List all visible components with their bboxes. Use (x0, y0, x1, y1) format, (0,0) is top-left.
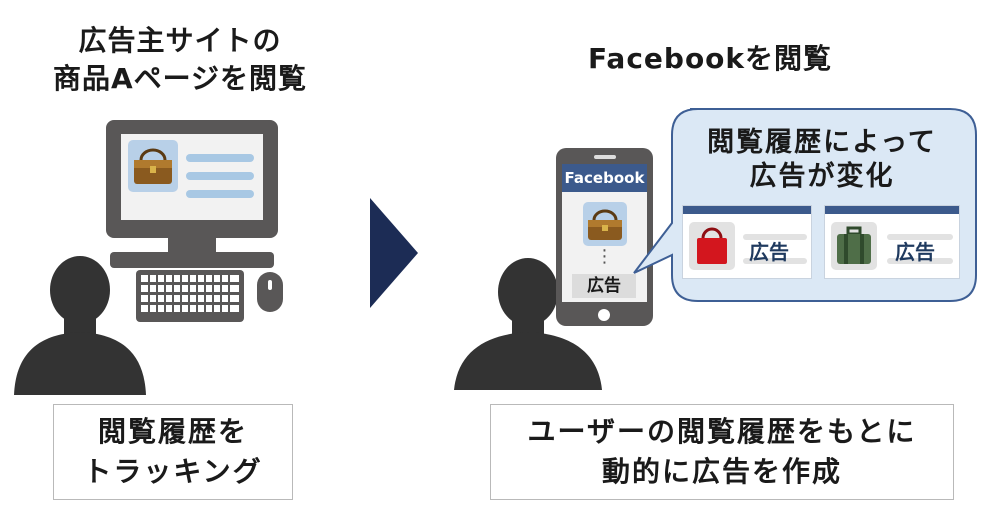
mouse-icon (257, 272, 283, 312)
right-heading: Facebookを閲覧 (587, 42, 833, 75)
desktop-scene (14, 120, 283, 395)
left-caption-line2: トラッキング (83, 455, 263, 488)
ad-card-2-header (825, 206, 959, 214)
bubble-title-line2: 広告が変化 (749, 161, 895, 192)
suitcase-icon (831, 222, 877, 270)
phone-facebook-header: Facebook (562, 164, 647, 192)
ad-card-2-label: 広告 (895, 240, 935, 264)
left-heading-line1: 広告主サイトの (78, 24, 282, 57)
bubble-title: 閲覧履歴によって 広告が変化 (672, 126, 972, 194)
left-heading: 広告主サイトの 商品Aページを閲覧 (20, 22, 340, 98)
person-icon-right (454, 258, 602, 390)
smartphone: Facebook ⋮ 広告 (556, 148, 653, 326)
person-icon (14, 256, 146, 395)
bag-icon (583, 202, 627, 246)
ad-card-2-line (887, 258, 953, 264)
ad-card-1-line (743, 234, 807, 240)
ad-card-1-header (683, 206, 811, 214)
right-caption: ユーザーの閲覧履歴をもとに 動的に広告を作成 (490, 404, 954, 500)
right-caption-line1: ユーザーの閲覧履歴をもとに (527, 415, 917, 448)
left-heading-line2: 商品Aページを閲覧 (52, 62, 308, 95)
arrow-right-icon (370, 198, 418, 308)
ad-card-2-line (887, 234, 953, 240)
keyboard-icon (136, 270, 244, 322)
phone-home-button (598, 309, 610, 321)
ad-card-1: 広告 (682, 205, 812, 279)
bubble-title-line1: 閲覧履歴によって (707, 127, 937, 158)
left-caption: 閲覧履歴を トラッキング (53, 404, 293, 500)
bag-icon (128, 140, 178, 192)
ad-card-1-label: 広告 (749, 240, 789, 264)
phone-ad-label: 広告 (572, 274, 636, 298)
right-caption-line2: 動的に広告を作成 (601, 455, 842, 488)
screen-text-lines (186, 154, 254, 198)
left-caption-line1: 閲覧履歴を (97, 415, 248, 448)
ad-card-1-line (743, 258, 807, 264)
phone-more-dots: ⋮ (595, 246, 614, 267)
phone-speaker (594, 155, 616, 159)
ad-card-2: 広告 (824, 205, 960, 279)
phone-screen: Facebook ⋮ 広告 (562, 164, 647, 302)
red-bag-icon (689, 222, 735, 270)
